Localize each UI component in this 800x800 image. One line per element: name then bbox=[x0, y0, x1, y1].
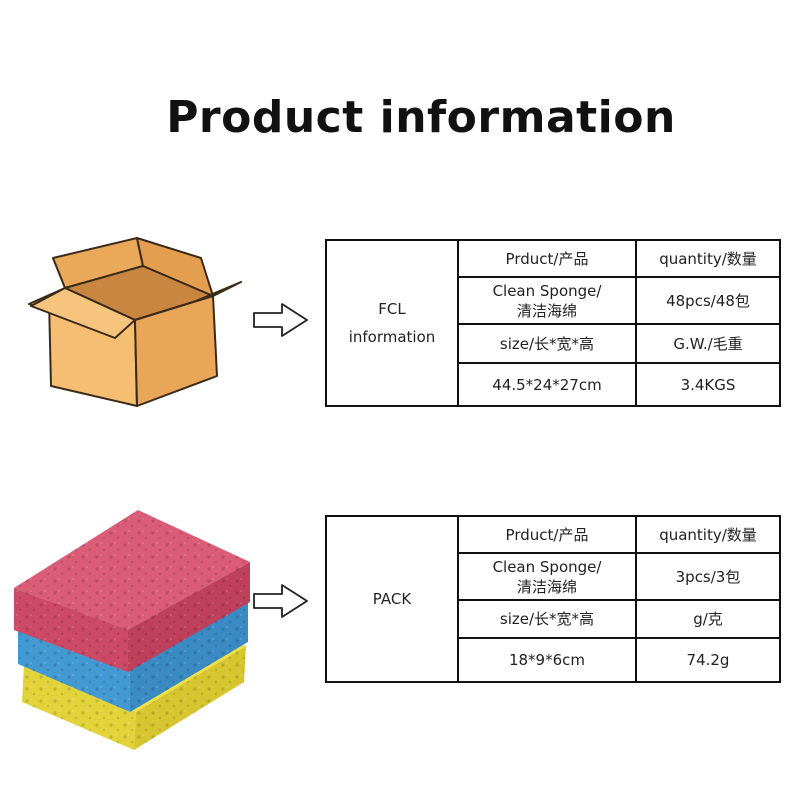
table-row: size/长*宽*高 g/克 bbox=[326, 599, 781, 639]
sponge-pink bbox=[14, 510, 250, 672]
product-cell: Clean Sponge/ 清洁海绵 bbox=[457, 276, 637, 325]
product-cell: Clean Sponge/ 清洁海绵 bbox=[457, 552, 637, 601]
fcl-label: FCL bbox=[378, 300, 406, 318]
product-name: Clean Sponge/ bbox=[492, 557, 602, 576]
product-name-cn: 清洁海绵 bbox=[516, 577, 577, 596]
quantity-header: quantity/数量 bbox=[635, 239, 781, 278]
product-name-cn: 清洁海绵 bbox=[516, 301, 577, 320]
page-title: Product information bbox=[166, 92, 676, 143]
quantity-value: 3pcs/3包 bbox=[635, 552, 781, 601]
sponge-stack-illustration bbox=[14, 510, 250, 750]
table-row: Clean Sponge/ 清洁海绵 48pcs/48包 bbox=[326, 276, 781, 325]
weight-header: G.W./毛重 bbox=[635, 323, 781, 364]
size-value: 44.5*24*27cm bbox=[457, 362, 637, 407]
pack-info-table: PACK Prduct/产品 quantity/数量 Clean Sponge/… bbox=[325, 515, 781, 683]
size-header: size/长*宽*高 bbox=[457, 599, 637, 639]
weight-value: 74.2g bbox=[635, 637, 781, 683]
weight-header: g/克 bbox=[635, 599, 781, 639]
table-row: FCL information Prduct/产品 quantity/数量 bbox=[325, 239, 781, 407]
quantity-header: quantity/数量 bbox=[635, 515, 781, 554]
cardboard-box-illustration bbox=[28, 237, 242, 407]
fcl-info-table: FCL information Prduct/产品 quantity/数量 Cl… bbox=[325, 239, 781, 407]
product-header: Prduct/产品 bbox=[457, 515, 637, 554]
product-header: Prduct/产品 bbox=[457, 239, 637, 278]
size-value: 18*9*6cm bbox=[457, 637, 637, 683]
pack-label: PACK bbox=[325, 515, 459, 683]
quantity-value: 48pcs/48包 bbox=[635, 276, 781, 325]
table-row: Clean Sponge/ 清洁海绵 3pcs/3包 bbox=[326, 552, 781, 601]
table-row: 18*9*6cm 74.2g bbox=[326, 637, 781, 683]
fcl-label-sub: information bbox=[348, 328, 436, 346]
product-name: Clean Sponge/ bbox=[492, 281, 602, 300]
arrow-right-icon bbox=[253, 303, 308, 337]
table-row: 44.5*24*27cm 3.4KGS bbox=[326, 362, 781, 407]
box-side-face bbox=[134, 295, 218, 407]
table-row: size/长*宽*高 G.W./毛重 bbox=[326, 323, 781, 364]
weight-value: 3.4KGS bbox=[635, 362, 781, 407]
fcl-label-cell: FCL information bbox=[325, 239, 459, 407]
size-header: size/长*宽*高 bbox=[457, 323, 637, 364]
arrow-right-icon bbox=[253, 584, 308, 618]
table-row: PACK Prduct/产品 quantity/数量 bbox=[325, 515, 781, 683]
